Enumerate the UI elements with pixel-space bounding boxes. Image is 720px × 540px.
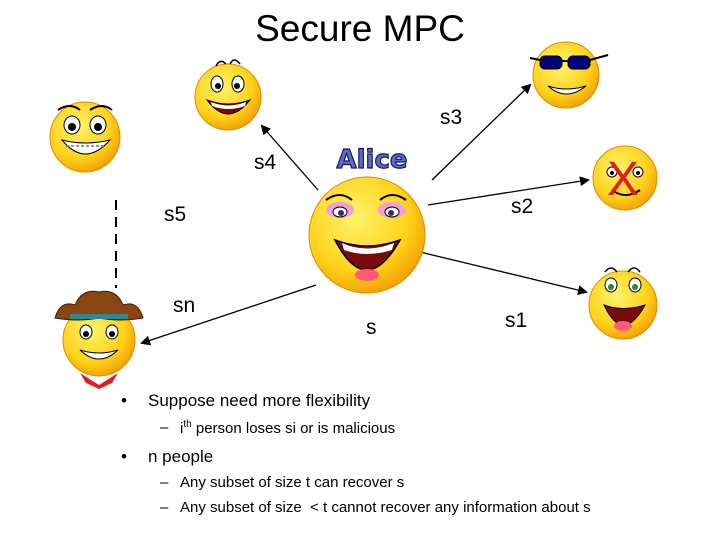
bullet-marker: • (121, 447, 127, 467)
bullet-2: n people (148, 447, 213, 467)
arrow-s1 (420, 252, 586, 292)
label-sn: sn (173, 294, 195, 317)
sunglasses-face-icon (530, 42, 608, 108)
dash-marker: – (160, 419, 168, 436)
smiley-face-icon (589, 268, 657, 339)
slide-title: Secure MPC (0, 8, 720, 50)
dash-marker: – (160, 474, 168, 491)
malicious-x-mark: X (607, 153, 639, 206)
label-s2: s2 (511, 195, 533, 218)
bullet-1-sub-1: ith person loses si or is malicious (180, 419, 395, 437)
smiley-face-icon (50, 102, 120, 172)
smiley-face-icon (195, 60, 261, 130)
arrow-sn (142, 285, 316, 343)
label-s3: s3 (440, 106, 462, 129)
bullet-1: Suppose need more flexibility (148, 391, 370, 411)
bullet-2-sub-2: Any subset of size < t cannot recover an… (180, 499, 591, 516)
cowboy-face-icon (55, 291, 143, 389)
bullet-marker: • (121, 391, 127, 411)
label-s5: s5 (164, 203, 186, 226)
arrow-s2 (428, 180, 588, 205)
sub-superscript: th (183, 419, 191, 430)
alice-name: Alice (337, 145, 408, 175)
dash-marker: – (160, 499, 168, 516)
alice-face-icon (309, 177, 425, 293)
bullet-2-sub-1: Any subset of size t can recover s (180, 474, 404, 491)
label-secret-s: s (366, 316, 377, 339)
label-s4: s4 (254, 151, 277, 174)
arrow-sunglasses (432, 85, 530, 180)
alice-name-badge: Alice (337, 145, 408, 175)
label-s1: s1 (505, 309, 527, 332)
sub-rest: person loses si or is malicious (192, 420, 395, 437)
